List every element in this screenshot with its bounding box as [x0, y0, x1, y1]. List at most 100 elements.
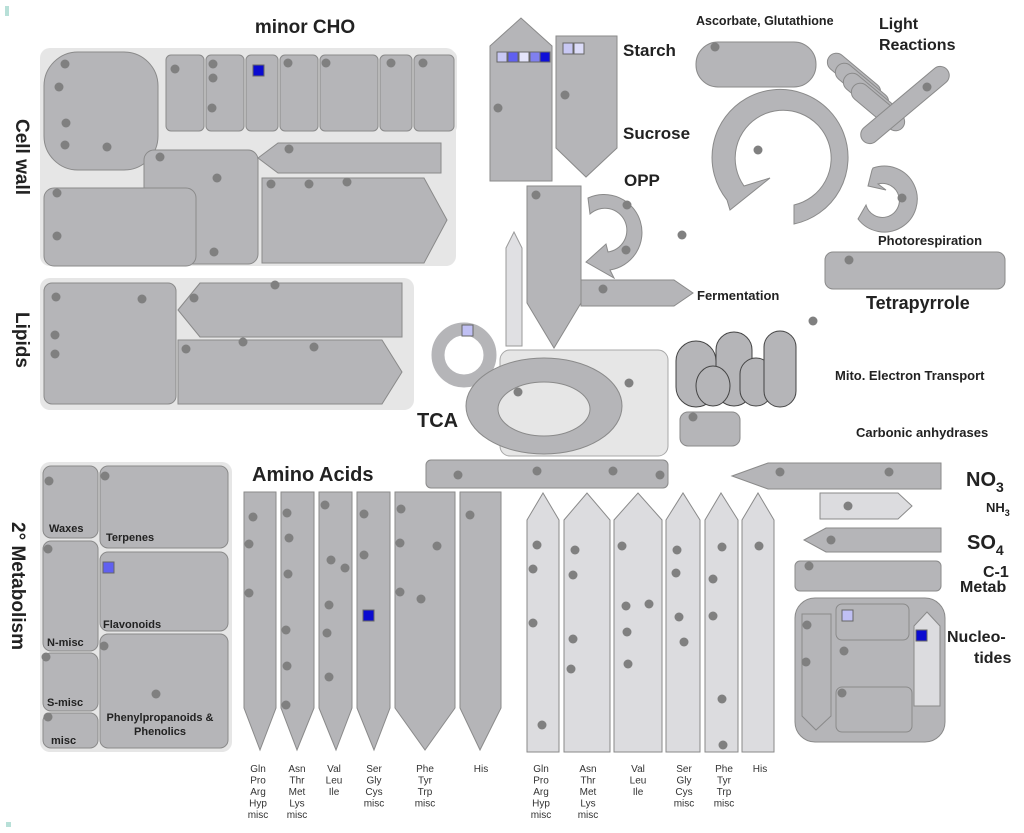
so4-arrow[interactable]: [802, 527, 942, 553]
label-cell-wall: Cell wall: [11, 119, 32, 195]
cell-wall-block-lower[interactable]: [43, 187, 197, 267]
label-so4: SO4: [967, 532, 1004, 558]
fermentation-arrow[interactable]: [580, 279, 694, 307]
small-ring[interactable]: [431, 322, 497, 388]
label-no3-sub: 3: [996, 479, 1004, 495]
label-fermentation: Fermentation: [697, 288, 779, 303]
nh3-arrow[interactable]: [819, 492, 913, 520]
sucrose-shape[interactable]: [555, 35, 618, 178]
glycolysis-arrow[interactable]: [526, 185, 582, 349]
minor-cho-bin-7[interactable]: [413, 54, 455, 132]
lipids-block[interactable]: [43, 282, 177, 405]
aa-degr-asn[interactable]: [563, 492, 611, 753]
aa-synth-gln[interactable]: [243, 491, 277, 752]
nucleotide-box-bottom[interactable]: [835, 686, 913, 733]
misc-box[interactable]: [42, 712, 99, 749]
aa-synth-label-1-1: Thr: [290, 776, 306, 787]
aa-degr-ser[interactable]: [665, 492, 701, 753]
aa-degr-label-4-3: misc: [714, 799, 735, 810]
tetrapyrrole-box[interactable]: [824, 251, 1006, 290]
flavonoids-box[interactable]: [99, 551, 229, 632]
aa-degr-phe[interactable]: [704, 492, 739, 753]
nucleotide-box-top[interactable]: [835, 603, 910, 641]
label-nh3-main: NH: [986, 500, 1005, 515]
aa-synth-val[interactable]: [318, 491, 353, 752]
aa-degr-label-1-1: Thr: [581, 776, 597, 787]
aa-synth-label-2-1: Leu: [326, 776, 343, 787]
lipids-arrow-left[interactable]: [177, 282, 403, 338]
label-phenylpropanoids-2: Phenolics: [134, 726, 186, 738]
label-phenylpropanoids-1: Phenylpropanoids &: [107, 712, 214, 724]
photorespiration-cycle-arrow[interactable]: [857, 165, 918, 233]
label-no3: NO3: [966, 469, 1004, 495]
n-misc-box[interactable]: [42, 540, 99, 652]
label-light-reactions-1: Light: [879, 16, 919, 33]
aa-synth-label-0-0: Gln: [250, 764, 266, 775]
aa-synth-label-0-3: Hyp: [249, 799, 267, 810]
aa-degr-label-1-3: Lys: [580, 799, 595, 810]
thin-up-arrow[interactable]: [505, 230, 523, 347]
minor-cho-bin-2[interactable]: [205, 54, 245, 132]
aa-degr-val[interactable]: [613, 492, 663, 753]
label-amino-acids: Amino Acids: [252, 464, 374, 486]
aa-synth-label-4-1: Tyr: [418, 776, 433, 787]
aa-synth-label-3-3: misc: [364, 799, 385, 810]
lipids-arrow-right[interactable]: [177, 339, 403, 405]
minor-cho-bin-6[interactable]: [379, 54, 413, 132]
aa-synth-label-3-1: Gly: [367, 776, 382, 787]
label-opp: OPP: [624, 171, 660, 190]
label-minor-cho: minor CHO: [255, 17, 355, 38]
aa-synth-label-0-2: Arg: [250, 787, 266, 798]
starch-shape[interactable]: [489, 17, 553, 182]
label-carbonic-anhydrases: Carbonic anhydrases: [856, 425, 988, 440]
minor-cho-bin-1[interactable]: [165, 54, 205, 132]
aa-degr-label-5-0: His: [753, 764, 767, 775]
label-light-reactions-2: Reactions: [879, 37, 956, 54]
calvin-cycle-arrow[interactable]: [711, 89, 849, 225]
minor-cho-bin-5[interactable]: [319, 54, 379, 132]
no3-arrow[interactable]: [730, 462, 942, 490]
label-so4-sub: 4: [996, 542, 1004, 558]
aa-degr-label-1-0: Asn: [579, 764, 596, 775]
label-c1-2: Metab: [960, 579, 1006, 596]
label-no3-main: NO: [966, 469, 996, 491]
waxes-box[interactable]: [42, 465, 99, 539]
amino-acid-bar[interactable]: [425, 459, 669, 489]
aa-degr-label-3-3: misc: [674, 799, 695, 810]
label-c1-1: C-1: [983, 564, 1009, 581]
c1-metab-box[interactable]: [794, 560, 942, 592]
aa-degr-label-2-1: Leu: [630, 776, 647, 787]
aa-synth-phe[interactable]: [394, 491, 456, 751]
aa-degr-label-0-4: misc: [531, 810, 552, 821]
aa-degr-label-3-0: Ser: [676, 764, 692, 775]
label-misc: misc: [51, 735, 76, 747]
aa-degr-gln[interactable]: [526, 492, 560, 753]
aa-synth-his[interactable]: [459, 491, 502, 752]
aa-degr-label-4-0: Phe: [715, 764, 733, 775]
mito-electron-transport-complexes[interactable]: [675, 330, 797, 408]
aa-synth-asn[interactable]: [280, 491, 315, 752]
aa-synth-label-2-2: Ile: [329, 787, 340, 798]
aa-synth-label-5-0: His: [474, 764, 488, 775]
label-sucrose: Sucrose: [623, 124, 690, 143]
nucleotide-up-arrow[interactable]: [913, 611, 941, 707]
cell-wall-block-round[interactable]: [43, 51, 159, 171]
aa-synth-label-3-2: Cys: [365, 787, 382, 798]
label-nh3: NH3: [986, 500, 1010, 518]
nucleotide-degr-arrow[interactable]: [801, 613, 832, 731]
ascorbate-glutathione-box[interactable]: [695, 41, 817, 88]
terpenes-box[interactable]: [99, 465, 229, 549]
corner-mark-bottom: [6, 822, 11, 827]
opp-cycle-arrow[interactable]: [585, 194, 643, 280]
aa-synth-label-4-3: misc: [415, 799, 436, 810]
cell-wall-arrow-right[interactable]: [261, 177, 448, 264]
expression-squares: [102, 42, 928, 642]
cell-wall-arrow-left[interactable]: [257, 142, 442, 174]
label-n-misc: N-misc: [47, 637, 84, 649]
label-starch: Starch: [623, 41, 676, 60]
minor-cho-bin-4[interactable]: [279, 54, 319, 132]
aa-synth-label-2-0: Val: [327, 764, 341, 775]
s-misc-box[interactable]: [42, 652, 99, 712]
phenylpropanoids-box[interactable]: [99, 633, 229, 749]
aa-degr-his[interactable]: [741, 492, 775, 753]
